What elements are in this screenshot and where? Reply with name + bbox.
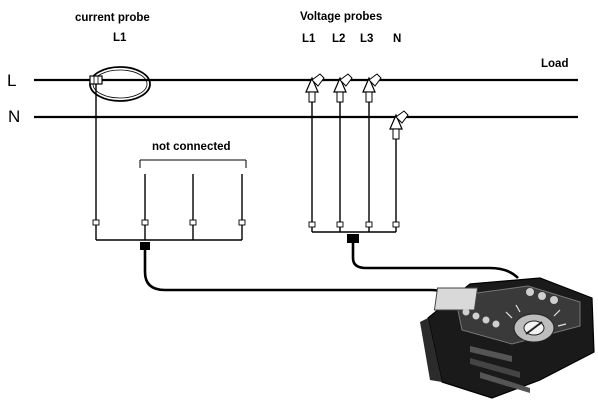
current-probe-title: current probe	[75, 12, 150, 24]
voltage-probe-label-l3: L3	[360, 33, 374, 45]
voltage-probe-label-l1: L1	[302, 33, 316, 45]
voltage-probe-n-icon	[389, 110, 409, 140]
left-connector	[140, 242, 150, 250]
not-connected-leads	[139, 159, 247, 240]
line-n-label: N	[8, 107, 21, 126]
not-connected-label: not connected	[152, 141, 231, 153]
power-analyzer-instrument-icon	[420, 277, 595, 399]
current-probe-phase-label: L1	[113, 32, 127, 44]
voltage-probe-label-l2: L2	[332, 33, 346, 45]
line-l-label: L	[7, 71, 17, 90]
current-probe-plug	[92, 219, 100, 226]
current-clamp-icon	[89, 66, 151, 102]
voltage-probe-leads	[308, 102, 400, 233]
right-connector	[347, 234, 359, 243]
voltage-probe-l3-icon	[362, 73, 382, 103]
right-main-cable	[351, 243, 519, 279]
voltage-probes-title: Voltage probes	[300, 11, 383, 23]
left-main-cable	[143, 250, 454, 299]
load-label: Load	[541, 58, 569, 70]
voltage-probe-label-n: N	[393, 33, 402, 45]
voltage-probe-l1-icon	[305, 73, 325, 103]
voltage-probe-l2-icon	[333, 73, 353, 103]
